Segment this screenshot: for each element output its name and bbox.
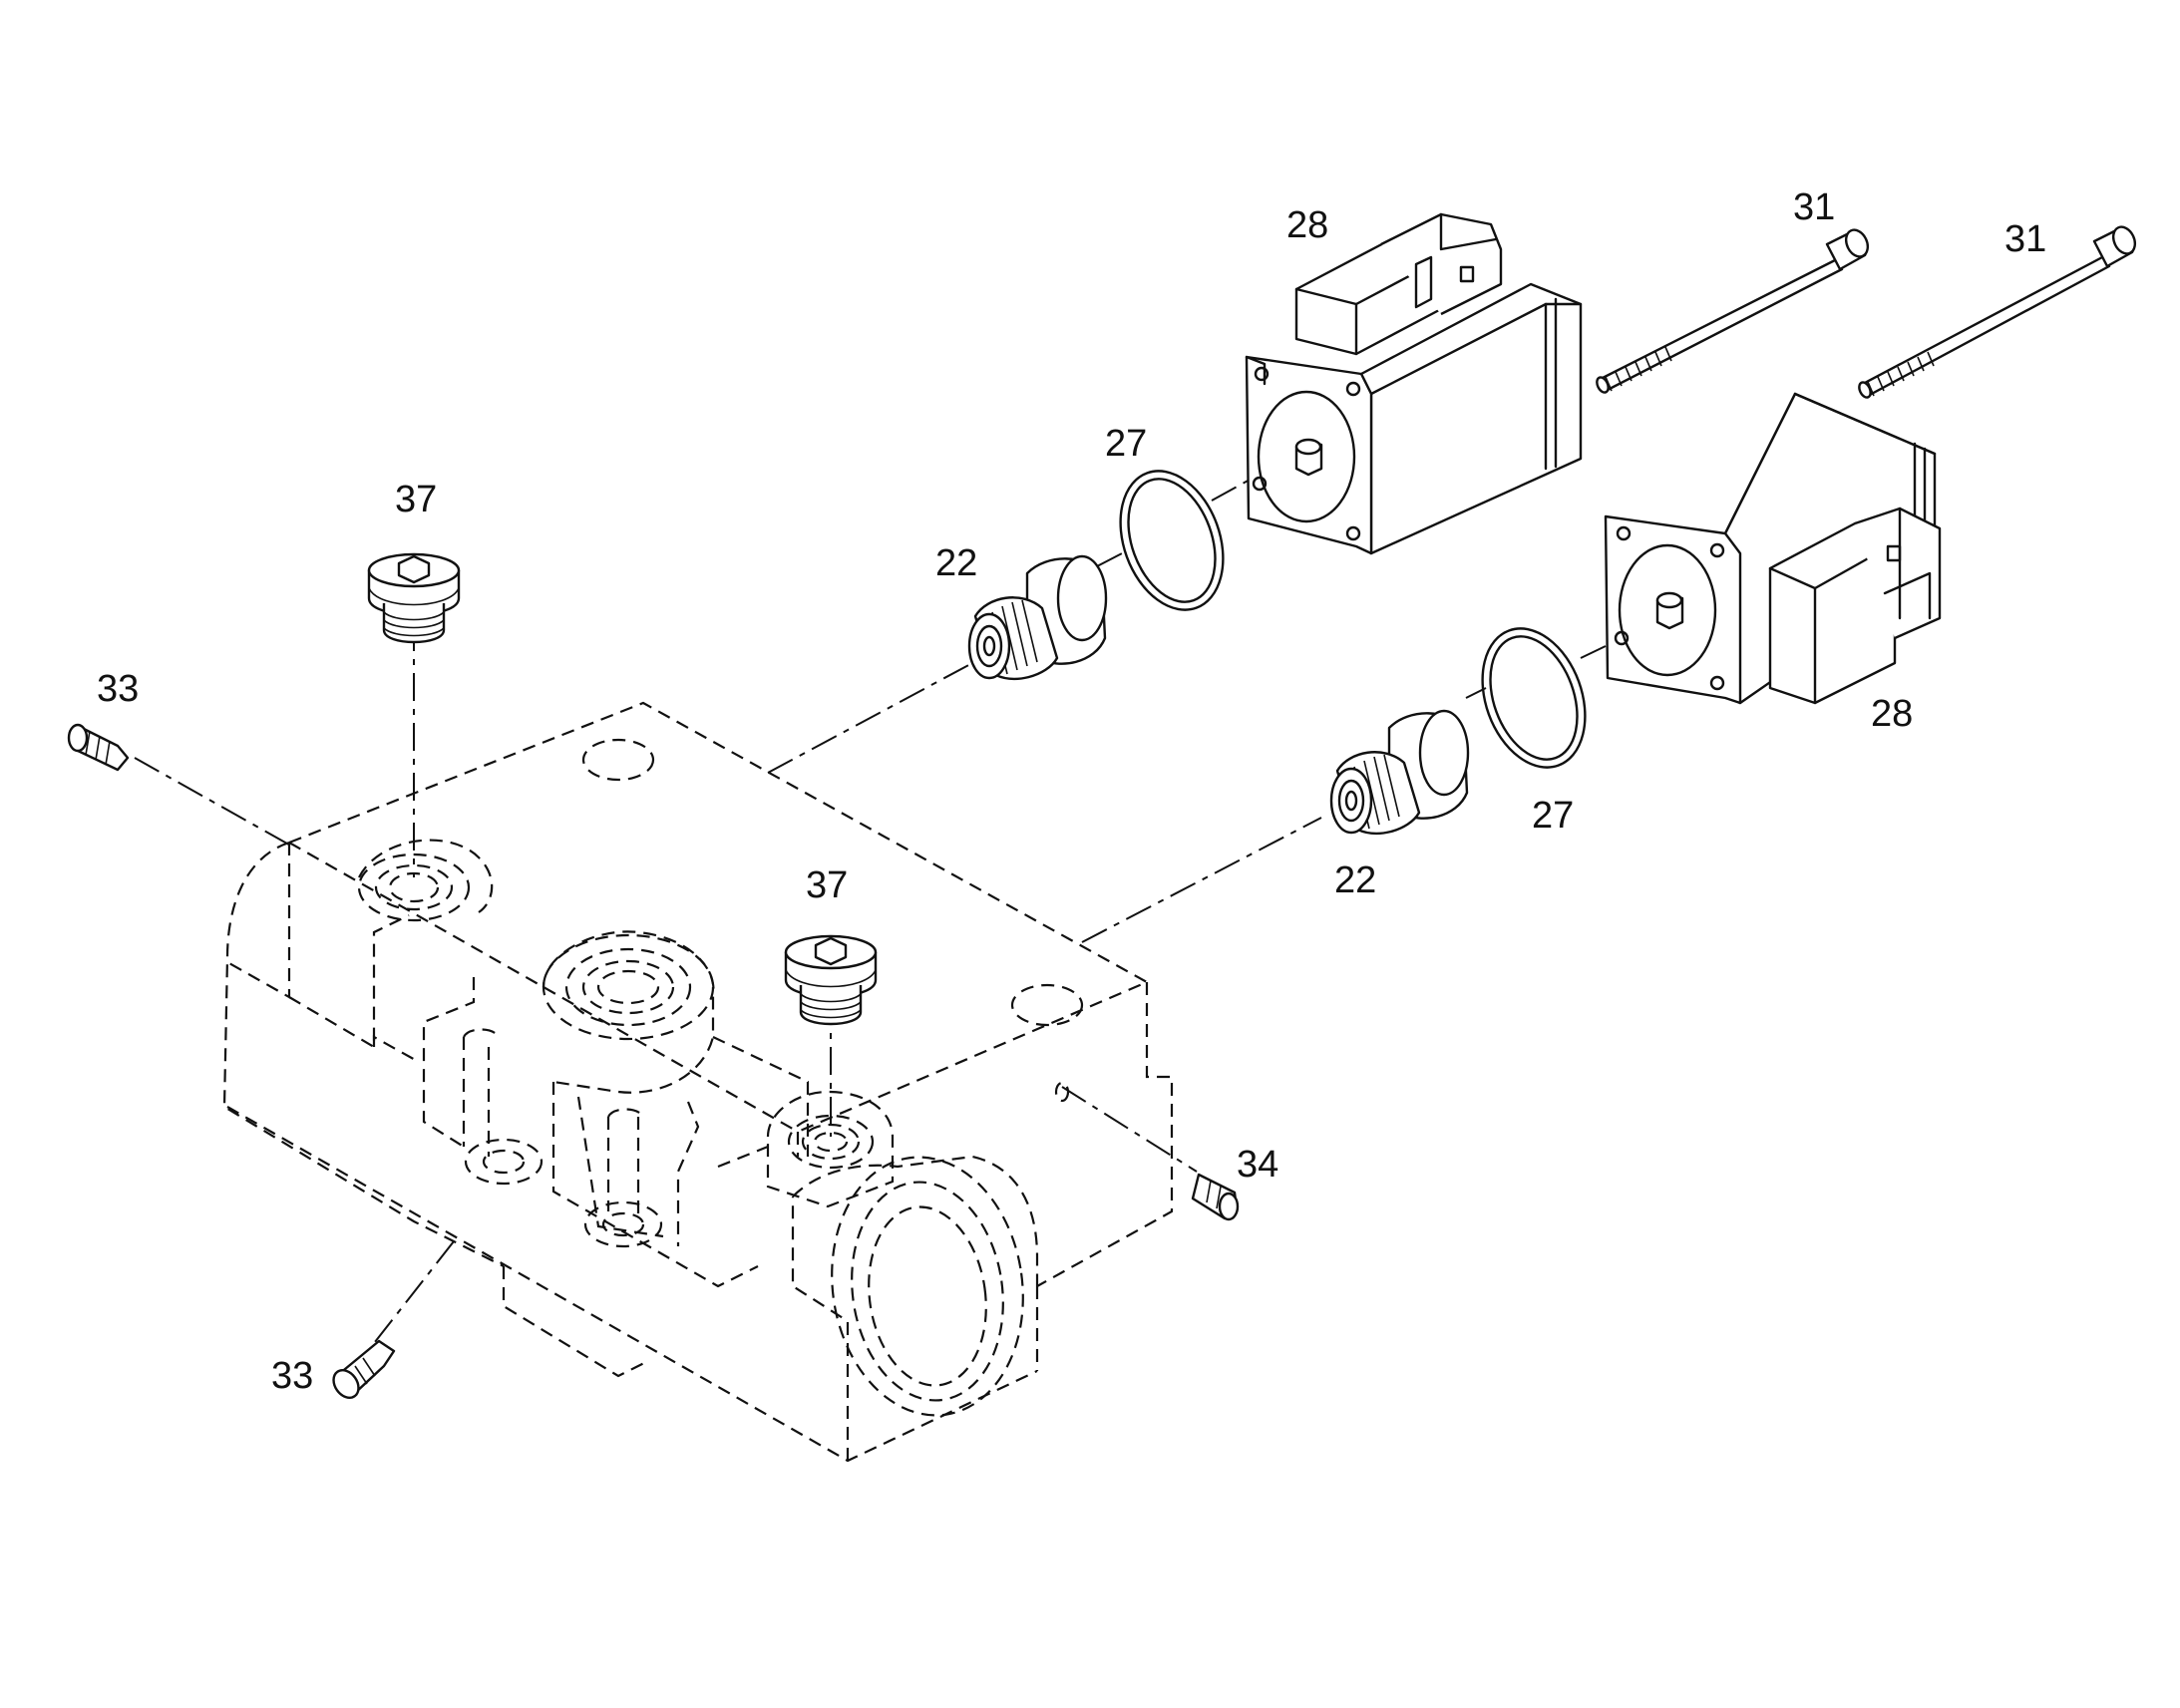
callout-33-bottom: 33 bbox=[271, 1355, 313, 1397]
callout-33-top: 33 bbox=[97, 668, 139, 710]
cartridge-22-lower bbox=[1329, 709, 1470, 836]
solenoid-coil-28-upper bbox=[1245, 212, 1583, 555]
bolt-31-upper bbox=[1596, 228, 1870, 394]
center-lines bbox=[134, 478, 1607, 1357]
callout-28-lower: 28 bbox=[1871, 693, 1913, 735]
callout-labels: 28 31 31 27 37 22 33 28 27 22 37 34 33 bbox=[97, 186, 2046, 1397]
callout-31-upper: 31 bbox=[1793, 186, 1835, 228]
callout-34: 34 bbox=[1237, 1144, 1278, 1186]
callout-27-upper: 27 bbox=[1105, 423, 1147, 465]
cartridge-22-upper bbox=[967, 554, 1108, 681]
set-screw-33-bottom bbox=[332, 1339, 396, 1400]
solenoid-coil-28-lower bbox=[1604, 392, 1942, 705]
callout-22-lower: 22 bbox=[1334, 859, 1376, 901]
valve-body bbox=[222, 701, 1174, 1463]
set-screw-34 bbox=[1191, 1173, 1240, 1221]
callout-37-left: 37 bbox=[395, 479, 437, 520]
callout-28-upper: 28 bbox=[1286, 204, 1328, 246]
o-ring-27-lower bbox=[1481, 627, 1587, 769]
bolt-31-lower bbox=[1858, 225, 2137, 399]
o-ring-27-upper bbox=[1119, 470, 1225, 611]
set-screw-33-top bbox=[67, 723, 130, 772]
callout-22-upper: 22 bbox=[935, 542, 977, 584]
plug-37-center bbox=[784, 934, 878, 1026]
callout-37-center: 37 bbox=[806, 864, 848, 906]
callout-27-lower: 27 bbox=[1532, 795, 1574, 837]
plug-37-left bbox=[367, 552, 461, 644]
callout-31-lower: 31 bbox=[2004, 218, 2046, 260]
